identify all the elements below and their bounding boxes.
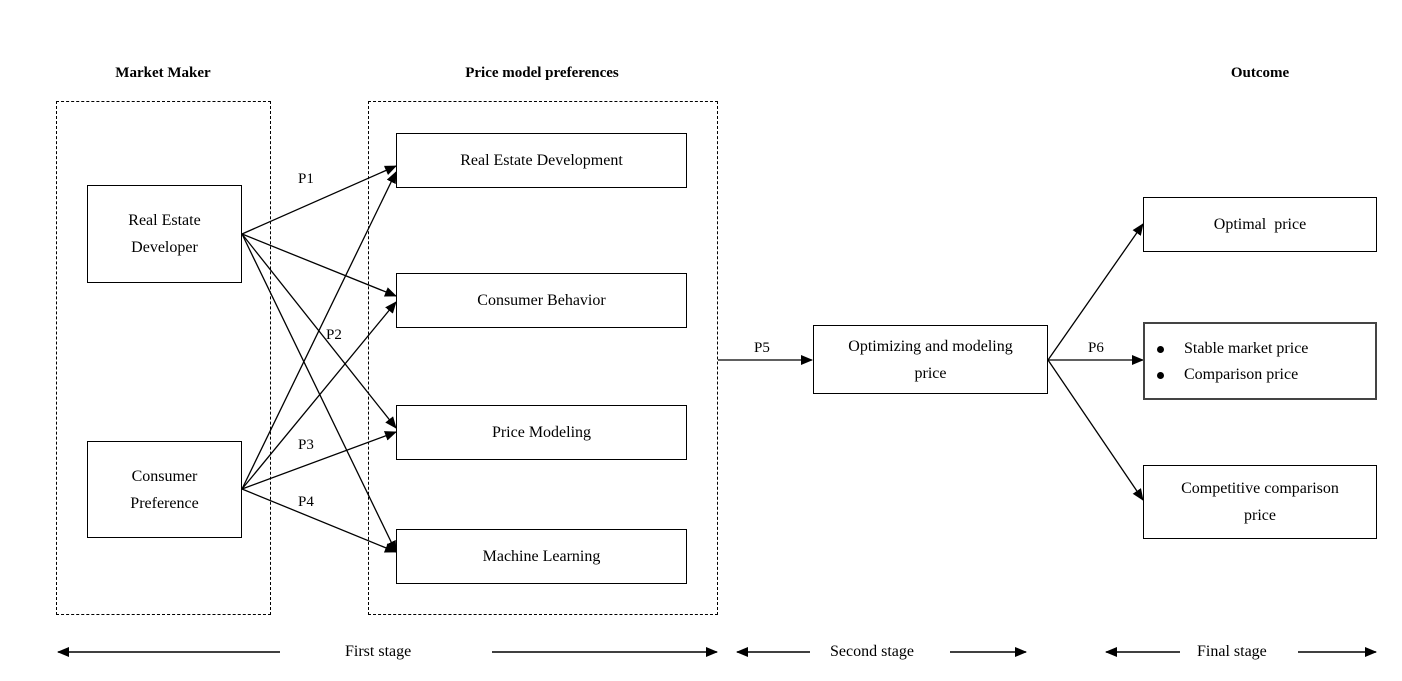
- arrow-consumer-to-cb: [241, 301, 397, 490]
- label-p1: P1: [298, 171, 314, 187]
- arrow-consumer-to-pm: [241, 431, 397, 490]
- stage-first-label: First stage: [345, 643, 412, 660]
- bullet-dot: [1157, 345, 1164, 353]
- bullet-list: Stable market price Comparison price: [1157, 336, 1308, 388]
- arrow-developer-to-ml: [241, 233, 397, 553]
- arrow-developer-to-cb: [241, 233, 397, 297]
- bullet-stable-market-price: Stable market price: [1184, 340, 1309, 357]
- arrow-consumer-to-red: [241, 171, 397, 490]
- stage-final-label: Final stage: [1197, 643, 1267, 660]
- node-consumer-behavior: Consumer Behavior: [396, 273, 687, 328]
- label-p6: P6: [1088, 340, 1104, 356]
- arrow-to-competitive: [1047, 359, 1144, 501]
- header-market-maker: Market Maker: [115, 65, 211, 81]
- node-competitive-line1: Competitive comparison: [1181, 480, 1339, 497]
- arrow-to-optimal: [1047, 223, 1144, 361]
- node-developer-line1: Real Estate: [128, 212, 201, 229]
- node-developer-line2: Developer: [131, 239, 198, 256]
- node-competitive-comparison-price: Competitive comparison price: [1143, 465, 1377, 539]
- node-optimal-price: Optimal price: [1143, 197, 1377, 252]
- price-model-group: [368, 101, 718, 615]
- node-real-estate-developer: Real Estate Developer: [87, 185, 242, 283]
- label-p2: P2: [326, 327, 342, 343]
- node-machine-learning: Machine Learning: [396, 529, 687, 584]
- bullet-comparison-price: Comparison price: [1184, 366, 1299, 383]
- arrow-developer-to-red: [241, 165, 397, 235]
- node-stable-comparison: Stable market price Comparison price: [1143, 322, 1377, 400]
- node-optimizing-modeling-price: Optimizing and modeling price: [813, 325, 1048, 394]
- bullet-dot: [1157, 371, 1164, 379]
- node-real-estate-development: Real Estate Development: [396, 133, 687, 188]
- label-p3: P3: [298, 437, 314, 453]
- bullet-item: Stable market price: [1157, 336, 1308, 362]
- node-optimizing-line2: price: [914, 364, 947, 382]
- arrow-consumer-to-ml: [241, 488, 397, 553]
- node-consumer-line2: Preference: [130, 494, 199, 512]
- market-maker-group: [56, 101, 271, 615]
- node-consumer-preference: Consumer Preference: [87, 441, 242, 538]
- header-price-model-preferences: Price model preferences: [465, 65, 619, 81]
- node-competitive-line2: price: [1244, 507, 1276, 524]
- node-optimizing-line1: Optimizing and modeling: [848, 337, 1013, 355]
- label-p5: P5: [754, 340, 770, 356]
- header-outcome: Outcome: [1230, 65, 1290, 81]
- node-price-modeling: Price Modeling: [396, 405, 687, 460]
- node-consumer-line1: Consumer: [131, 467, 198, 485]
- stage-second-label: Second stage: [830, 643, 914, 660]
- bullet-item: Comparison price: [1157, 362, 1308, 388]
- label-p4: P4: [298, 494, 314, 510]
